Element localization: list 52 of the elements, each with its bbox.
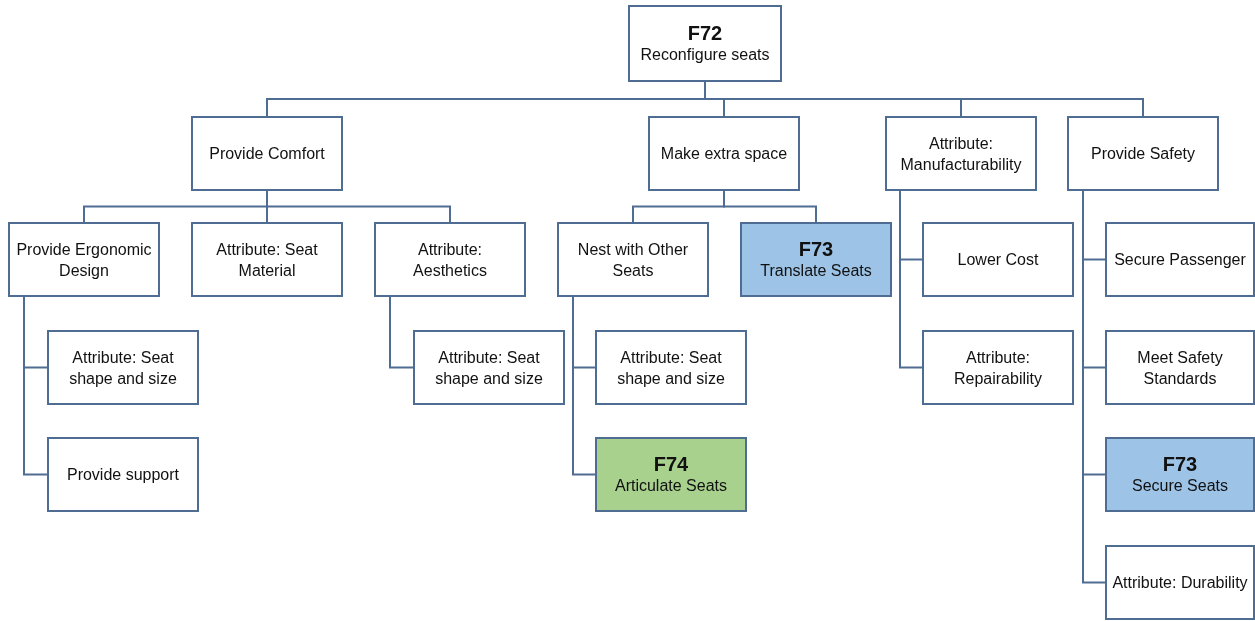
function-box xyxy=(595,330,747,405)
function-label: Attribute: Seat shape and size xyxy=(616,347,726,389)
function-label: Nest with Other Seats xyxy=(576,239,690,281)
function-box xyxy=(885,116,1037,191)
function-label: Attribute: Manufacturability xyxy=(899,133,1023,175)
function-box xyxy=(374,222,526,297)
connector-line xyxy=(572,296,596,476)
function-label: Meet Safety Standards xyxy=(1136,347,1224,389)
function-id: F72 xyxy=(687,22,723,44)
highlighted-box xyxy=(1105,437,1255,512)
function-label: Translate Seats xyxy=(760,261,872,281)
function-box xyxy=(628,5,782,82)
function-id: F74 xyxy=(653,453,689,475)
function-label: Make extra space xyxy=(660,144,788,164)
function-id: F73 xyxy=(798,238,834,260)
function-label: Attribute: Seat shape and size xyxy=(68,347,178,389)
function-label: Attribute: Aesthetics xyxy=(412,239,488,281)
function-box xyxy=(922,222,1074,297)
function-label: Provide support xyxy=(66,465,180,485)
function-label: Attribute: Durability xyxy=(1112,573,1248,593)
highlighted-box xyxy=(740,222,892,297)
function-box xyxy=(8,222,160,297)
function-box xyxy=(1105,222,1255,297)
function-label: Provide Comfort xyxy=(209,144,325,164)
function-label: Provide Ergonomic Design xyxy=(15,239,153,281)
function-label: Secure Seats xyxy=(1131,476,1229,496)
connector-line xyxy=(723,190,817,223)
function-label: Attribute: Repairability xyxy=(952,347,1043,389)
function-box xyxy=(1105,330,1255,405)
function-label: Articulate Seats xyxy=(614,476,728,496)
function-box xyxy=(557,222,709,297)
function-box xyxy=(648,116,800,191)
function-box xyxy=(1067,116,1219,191)
function-label: Provide Safety xyxy=(1090,144,1196,164)
function-box xyxy=(47,330,199,405)
function-box xyxy=(47,437,199,512)
function-label: Reconfigure seats xyxy=(640,45,770,65)
function-label: Attribute: Seat shape and size xyxy=(434,347,544,389)
function-id: F73 xyxy=(1162,453,1198,475)
function-box xyxy=(191,116,343,191)
connector-line xyxy=(899,190,923,369)
function-box xyxy=(413,330,565,405)
highlighted-box xyxy=(595,437,747,512)
function-label: Lower Cost xyxy=(957,250,1039,270)
connector-line xyxy=(23,296,48,476)
function-label: Secure Passenger xyxy=(1114,250,1246,270)
function-box xyxy=(1105,545,1255,620)
connector-line xyxy=(266,190,451,223)
function-box xyxy=(922,330,1074,405)
function-label: Attribute: Seat Material xyxy=(215,239,319,281)
connector-line xyxy=(389,296,414,369)
function-box xyxy=(191,222,343,297)
